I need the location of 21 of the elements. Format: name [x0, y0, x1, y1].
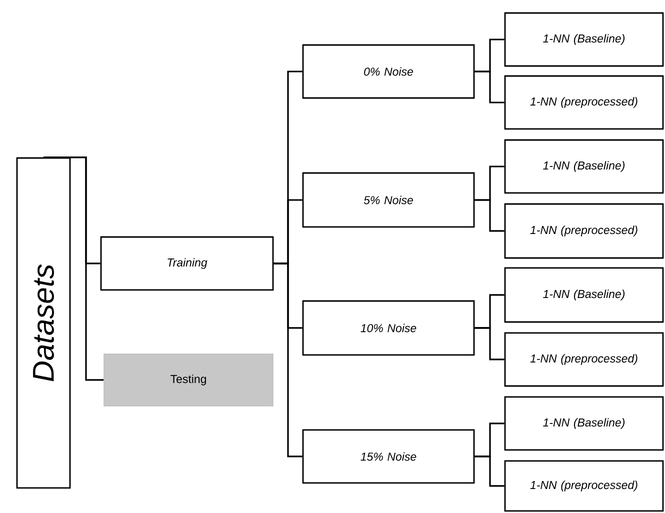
category-box: Datasets [16, 157, 71, 489]
process-box: 1-NN (preprocessed) [504, 203, 664, 259]
process-box: 1-NN (Baseline) [504, 139, 664, 194]
connector-line [274, 262, 302, 458]
process-box: 1-NN (Baseline) [504, 396, 664, 451]
connector-line [474, 70, 504, 104]
process-box: 15% Noise [302, 429, 475, 484]
process-box: 1-NN (Baseline) [504, 12, 664, 67]
process-box: 1-NN (preprocessed) [504, 332, 664, 387]
process-box: 5% Noise [302, 172, 475, 228]
connector-line [474, 456, 504, 487]
process-box: 1-NN (Baseline) [504, 267, 664, 323]
connector-line [44, 156, 104, 381]
process-box: Training [100, 236, 274, 291]
process-box: 0% Noise [302, 44, 475, 99]
process-box: 1-NN (preprocessed) [504, 460, 664, 512]
connector-line [474, 199, 504, 232]
process-box: Testing [104, 354, 274, 406]
connector-line [474, 327, 504, 360]
process-box: 10% Noise [302, 300, 475, 356]
process-box: 1-NN (preprocessed) [504, 75, 664, 130]
